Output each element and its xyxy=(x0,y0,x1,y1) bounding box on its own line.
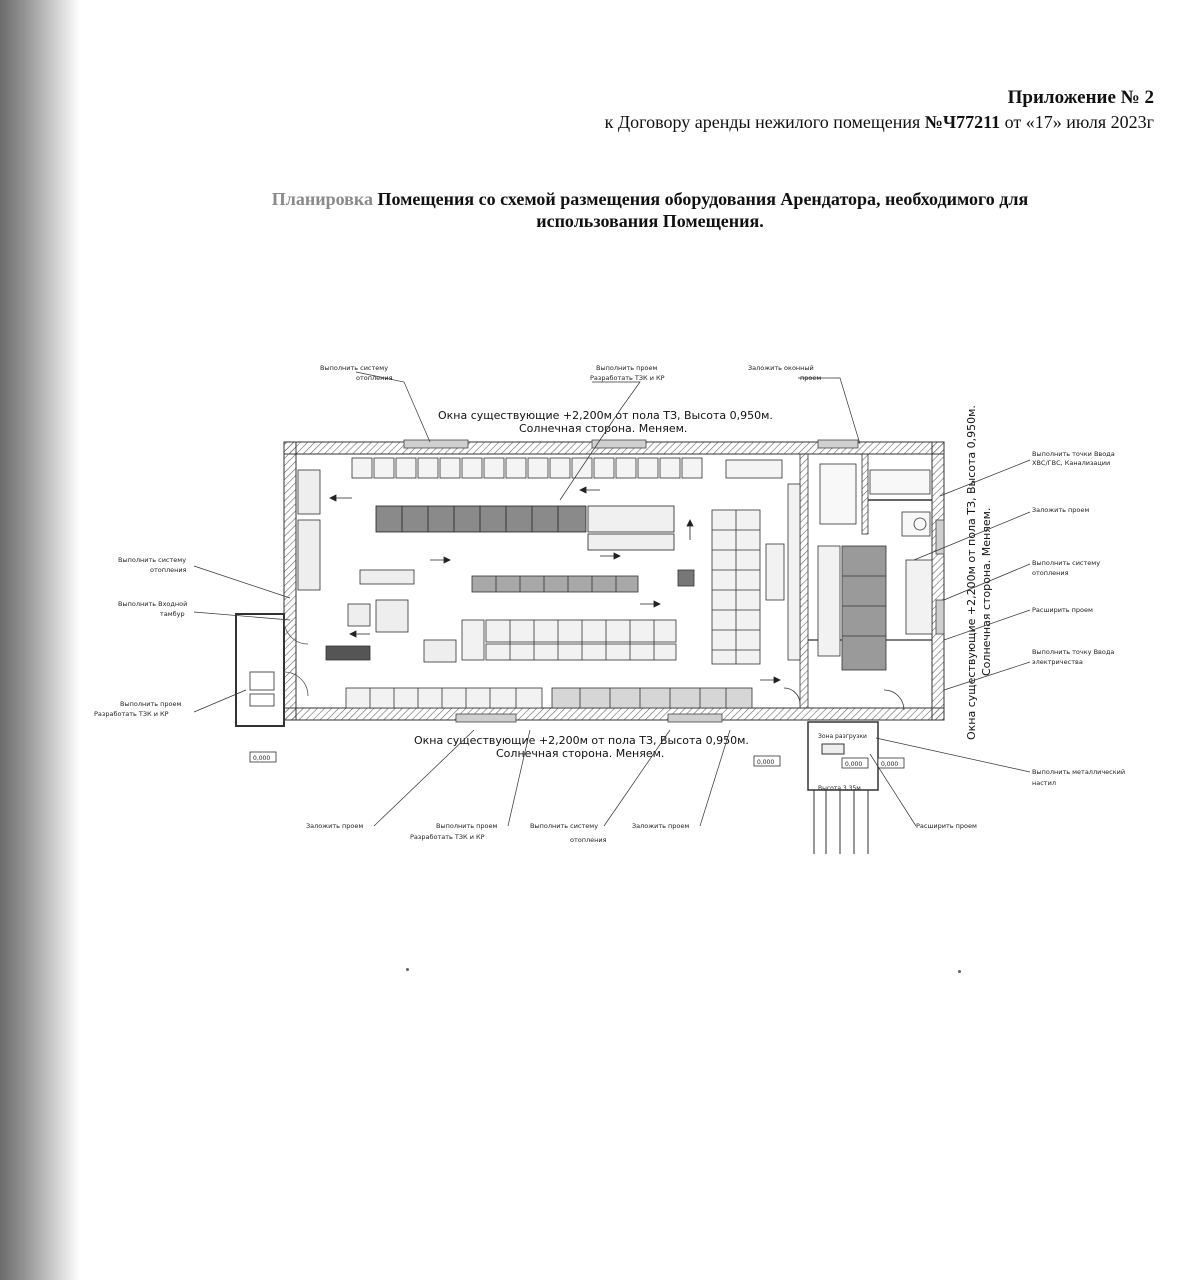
contract-number: №Ч77211 xyxy=(924,112,1001,132)
callout-bottom-opening-1: Выполнить проем xyxy=(436,822,497,830)
callout-right-widen: Расширить проем xyxy=(1032,606,1093,614)
wall-windows xyxy=(403,439,945,723)
level-mark-4: 0,000 xyxy=(881,761,898,768)
equipment-middle-row xyxy=(471,569,695,593)
callout-right-water-2: ХВС/ГВС, Канализации xyxy=(1032,459,1110,467)
callout-left-opening-2: Разработать ТЗК и КР xyxy=(94,710,169,718)
callout-bottom-heating-2: отопления xyxy=(570,836,607,844)
callout-bottom-block2: Заложить проем xyxy=(632,822,689,830)
document-header: Приложение № 2 к Договору аренды нежилог… xyxy=(605,86,1154,134)
ramp-height-label: Высота 3,35м xyxy=(818,785,861,792)
callout-bottom-opening-2: Разработать ТЗК и КР xyxy=(410,833,485,841)
contract-reference: к Договору аренды нежилого помещения №Ч7… xyxy=(605,110,1154,134)
equipment-right-island xyxy=(711,483,801,665)
document-title: Планировка Помещения со схемой размещени… xyxy=(140,188,1160,232)
callout-left-heating-2: отопления xyxy=(150,566,187,574)
callout-left-entrance-1: Выполнить Входной xyxy=(118,600,187,608)
title-line-1-rest: Помещения со схемой размещения оборудова… xyxy=(373,189,1029,209)
callout-right-power-1: Выполнить точку Ввода xyxy=(1032,648,1114,656)
top-window-note-1: Окна существующие +2,200м от пола ТЗ, Вы… xyxy=(438,409,773,422)
callout-right-block: Заложить проем xyxy=(1032,506,1089,514)
title-faint-word: Планировка xyxy=(271,189,374,209)
loading-ramp: Зона разгрузки Высота 3,35м xyxy=(807,721,879,854)
equipment-lower-row xyxy=(461,619,677,661)
callout-top-heating-1: Выполнить систему xyxy=(320,364,388,372)
callout-bottom-widen: Расширить проем xyxy=(916,822,977,830)
equipment-left-area xyxy=(297,469,457,663)
callout-top-heating-2: отопления xyxy=(356,374,393,382)
callout-right-metal-1: Выполнить металлический xyxy=(1032,768,1125,776)
callout-right-power-2: электричества xyxy=(1032,658,1083,666)
callout-top-window-1: Заложить оконный xyxy=(748,364,814,372)
callout-texts: Выполнить систему отопления Выполнить пр… xyxy=(94,364,1125,844)
bottom-window-note-1: Окна существующие +2,200м от пола ТЗ, Вы… xyxy=(414,734,749,747)
level-mark-2: 0,000 xyxy=(757,759,774,766)
entrance-vestibule xyxy=(235,613,309,727)
equipment-top-row xyxy=(351,457,783,479)
title-line-2: использования Помещения. xyxy=(536,211,764,231)
equipment-bottom-row xyxy=(345,687,753,709)
bottom-window-note-2: Солнечная сторона. Меняем. xyxy=(496,747,664,760)
callout-top-opening-2: Разработать ТЗК и КР xyxy=(590,374,665,382)
level-mark-3: 0,000 xyxy=(845,761,862,768)
ramp-zone-label: Зона разгрузки xyxy=(818,733,867,740)
title-line-1: Планировка Помещения со схемой размещени… xyxy=(140,188,1160,210)
callout-top-opening-1: Выполнить проем xyxy=(596,364,657,372)
callout-left-opening-1: Выполнить проем xyxy=(120,700,181,708)
top-window-note-2: Солнечная сторона. Меняем. xyxy=(519,422,687,435)
contract-prefix: к Договору аренды нежилого помещения xyxy=(604,112,925,132)
callout-left-entrance-2: тамбур xyxy=(160,610,185,618)
callout-top-window-2: проем xyxy=(800,374,821,382)
level-marks: 0,000 0,000 0,000 0,000 xyxy=(249,751,905,769)
callout-bottom-block: Заложить проем xyxy=(306,822,363,830)
callout-left-heating-1: Выполнить систему xyxy=(118,556,186,564)
contract-suffix: от «17» июля 2023г xyxy=(1000,112,1154,132)
callout-leaders xyxy=(193,371,1031,827)
callout-right-heating-1: Выполнить систему xyxy=(1032,559,1100,567)
scan-speck xyxy=(406,968,409,971)
flow-arrows xyxy=(329,486,781,684)
callout-right-metal-2: настил xyxy=(1032,779,1056,787)
right-window-note-2: Солнечная сторона. Меняем. xyxy=(980,508,993,676)
scan-edge-shadow xyxy=(0,0,80,1280)
scan-speck xyxy=(958,970,961,973)
level-mark-1: 0,000 xyxy=(253,755,270,762)
cold-room-block xyxy=(783,463,933,711)
equipment-dark-line xyxy=(375,505,675,551)
callout-right-heating-2: отопления xyxy=(1032,569,1069,577)
callout-bottom-heating-1: Выполнить систему xyxy=(530,822,598,830)
right-window-note-1: Окна существующие +2,200м от пола ТЗ, Вы… xyxy=(965,405,978,740)
appendix-number: Приложение № 2 xyxy=(1007,87,1154,108)
callout-right-water-1: Выполнить точки Ввода xyxy=(1032,450,1115,458)
